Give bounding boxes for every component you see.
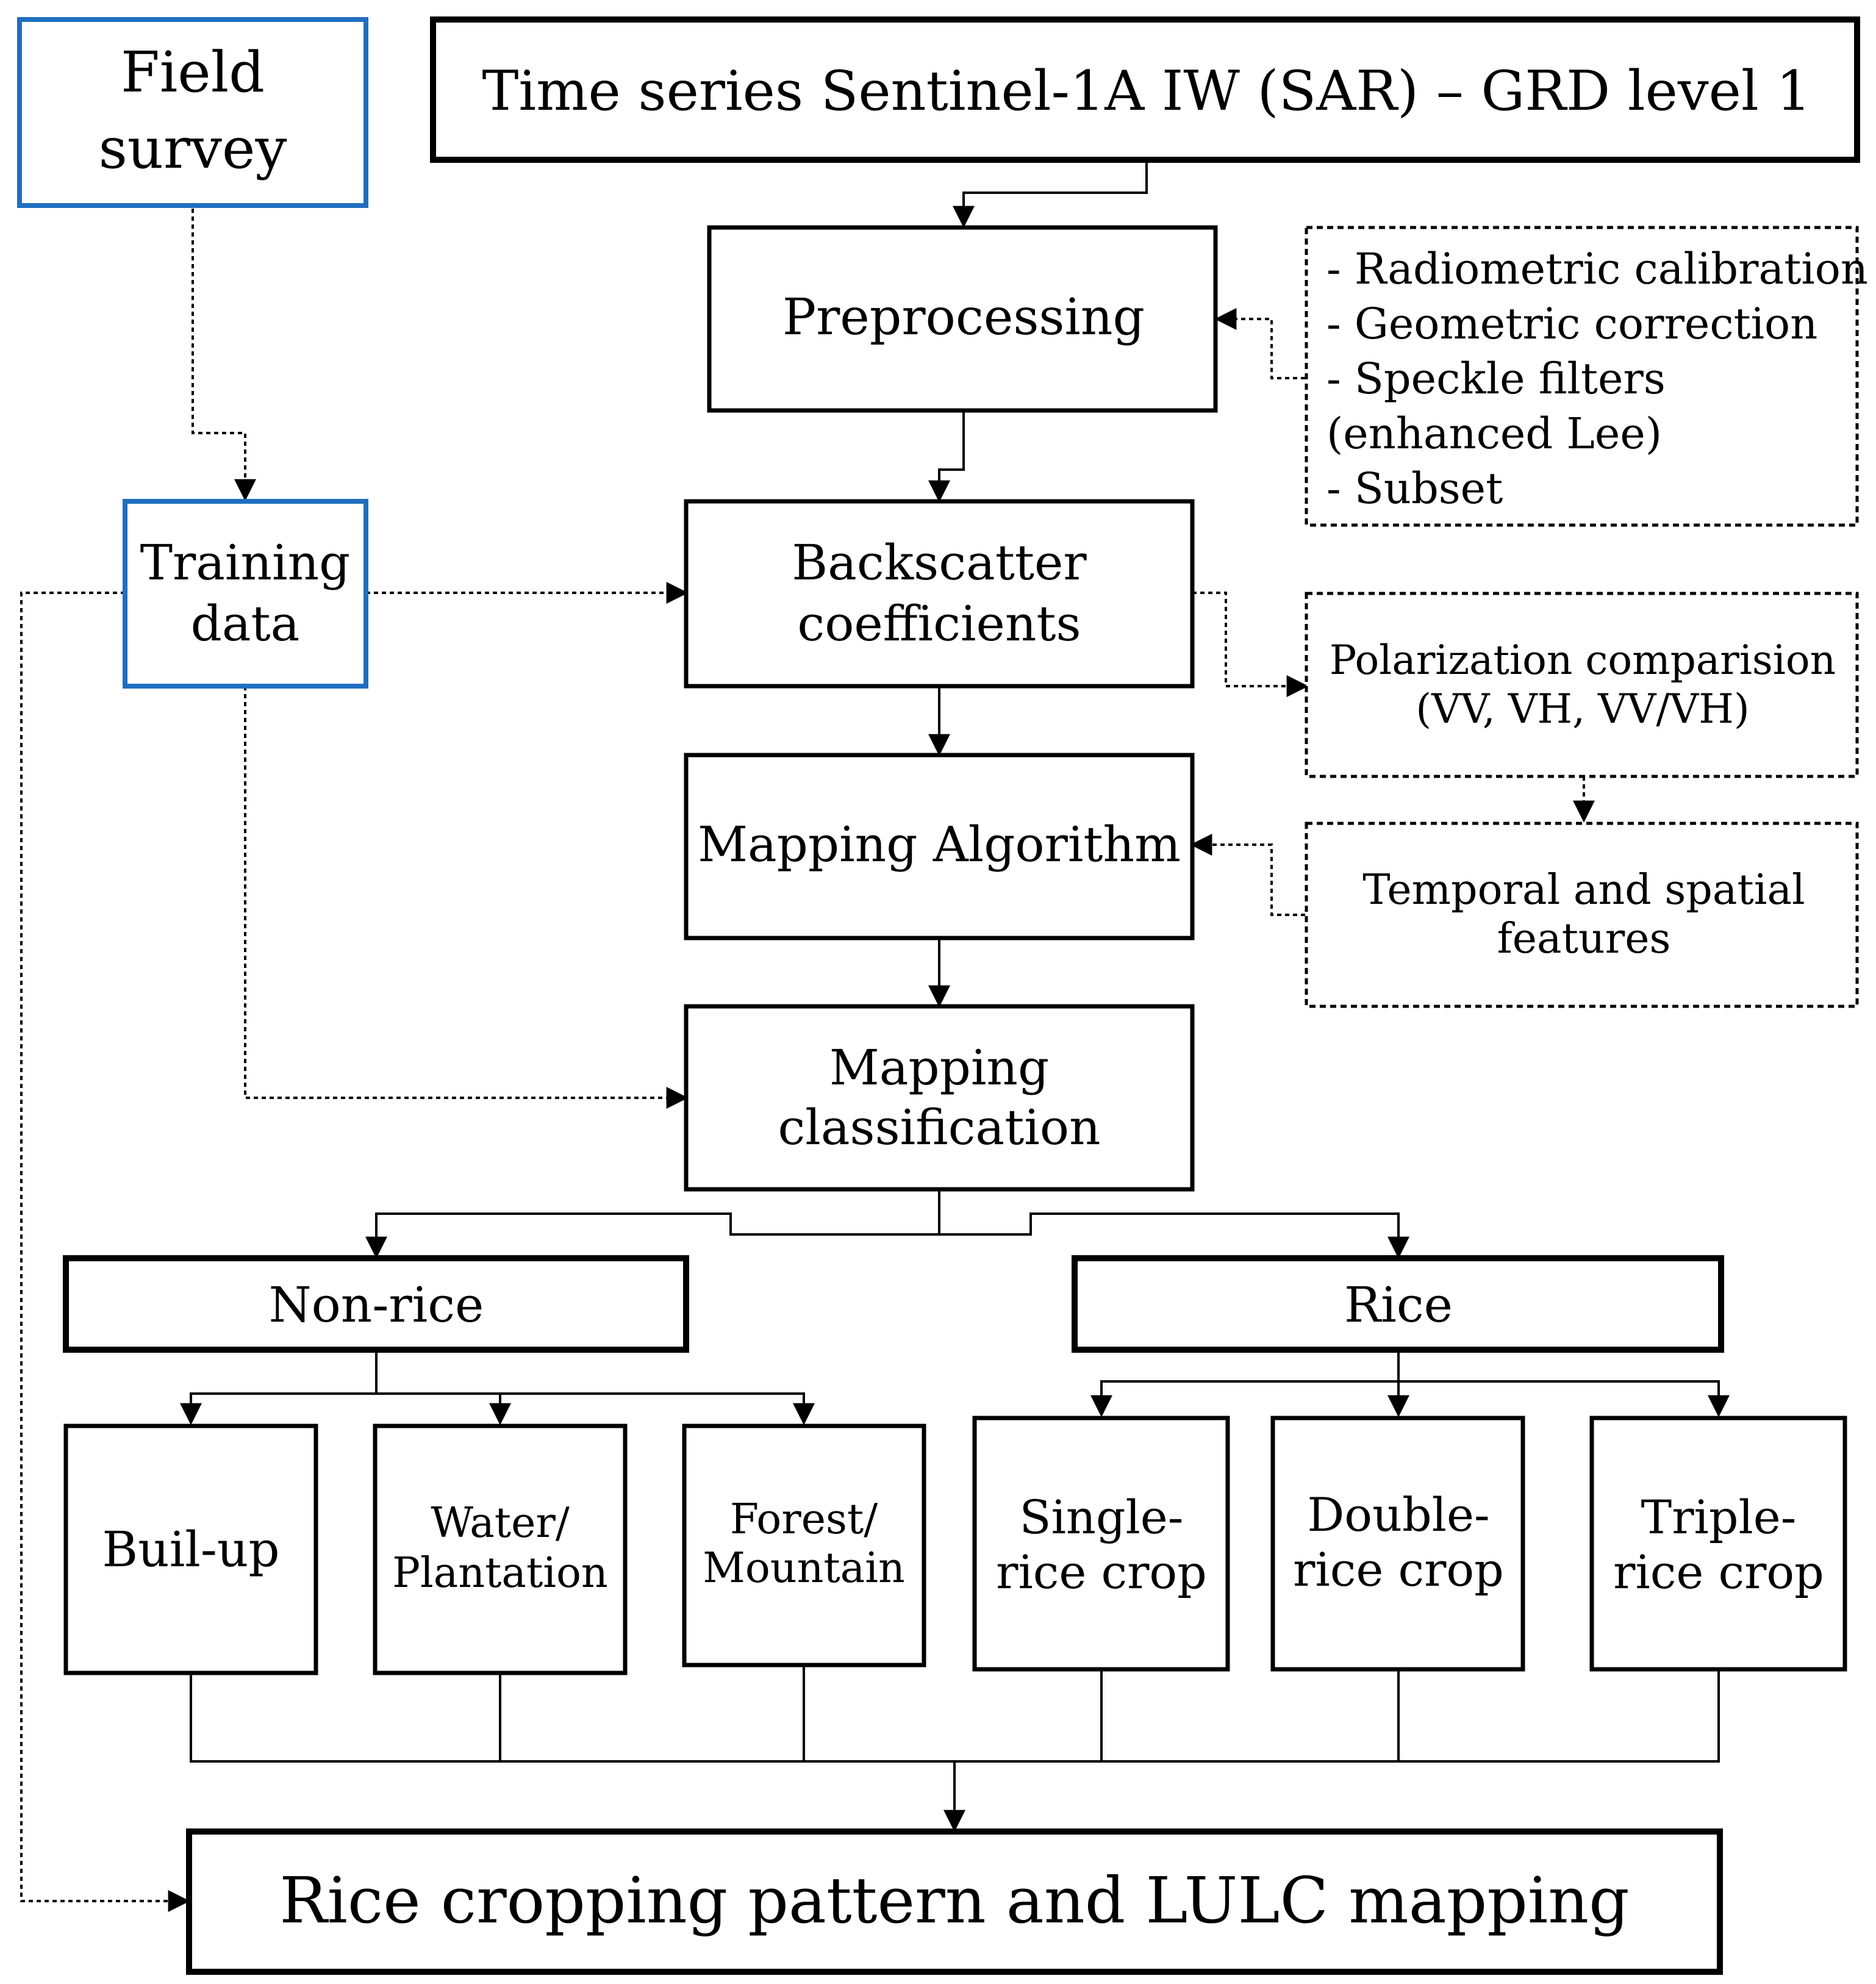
rice-label: Rice [1344, 1277, 1453, 1333]
step-subset: - Subset [1326, 464, 1503, 514]
leaf-collector-line [190, 1669, 1720, 1763]
forest-label-1: Forest/ [730, 1495, 878, 1544]
field-survey-to-training-arrow [192, 209, 256, 501]
training-label-1: Training [140, 534, 351, 591]
preprocessing-to-backscatter-arrow [928, 412, 965, 503]
temporal-spatial-label-2: features [1497, 915, 1671, 963]
classification-to-nonrice-arrow [365, 1212, 939, 1259]
triple-label-2: rice crop [1613, 1545, 1824, 1599]
step-enhanced-lee: (enhanced Lee) [1326, 409, 1662, 459]
field-survey-box: Field survey [17, 17, 368, 208]
step-speckle: - Speckle filters [1326, 354, 1666, 404]
water-plantation-box: Water/ Plantation [373, 1424, 628, 1675]
single-rice-box: Single- rice crop [972, 1416, 1230, 1672]
temporal-spatial-label-1: Temporal and spatial [1362, 866, 1805, 914]
nonrice-to-water-arrow [376, 1392, 511, 1425]
classification-label-2: classification [778, 1099, 1100, 1156]
mapping-algorithm-label: Mapping Algorithm [698, 816, 1181, 873]
connectors [20, 160, 1730, 1912]
sentinel-box: Time series Sentinel-1A IW (SAR) – GRD l… [430, 16, 1860, 163]
non-rice-label: Non-rice [269, 1277, 484, 1333]
classification-label-1: Mapping [829, 1039, 1049, 1096]
builup-box: Buil-up [63, 1424, 318, 1675]
polarization-label-2: (VV, VH, VV/VH) [1416, 686, 1749, 732]
step-radiometric: - Radiometric calibration [1326, 244, 1868, 294]
features-to-algorithm-arrow [1190, 834, 1305, 916]
preprocessing-steps-box: - Radiometric calibration - Geometric co… [1305, 226, 1868, 527]
backscatter-box: Backscatter coefficients [684, 499, 1195, 689]
nonrice-to-forest-arrow [500, 1392, 815, 1425]
double-rice-box: Double- rice crop [1270, 1416, 1525, 1672]
water-label-2: Plantation [392, 1549, 608, 1597]
double-label-1: Double- [1307, 1488, 1489, 1542]
temporal-spatial-box: Temporal and spatial features [1305, 822, 1859, 1008]
forest-mountain-box: Forest/ Mountain [682, 1424, 926, 1667]
builup-label: Buil-up [102, 1521, 279, 1578]
classification-to-rice-arrow [938, 1189, 1409, 1259]
preprocessing-label: Preprocessing [782, 288, 1145, 346]
output-label: Rice cropping pattern and LULC mapping [279, 1863, 1629, 1938]
field-survey-label-1: Field [121, 40, 265, 105]
sentinel-to-preprocessing-arrow [953, 160, 1148, 228]
preprocessing-box: Preprocessing [707, 225, 1218, 413]
field-survey-label-2: survey [99, 116, 287, 181]
training-data-box: Training data [123, 499, 368, 689]
mapping-classification-box: Mapping classification [684, 1004, 1195, 1192]
mapping-algorithm-box: Mapping Algorithm [684, 753, 1195, 940]
backscatter-label-1: Backscatter [792, 534, 1087, 591]
water-label-1: Water/ [431, 1499, 570, 1547]
single-label-1: Single- [1020, 1490, 1184, 1544]
double-label-2: rice crop [1293, 1542, 1504, 1597]
training-to-output-arrow [20, 592, 190, 1912]
nonrice-to-builup-arrow [180, 1350, 378, 1425]
backscatter-to-polarization-arrow [1192, 592, 1309, 697]
non-rice-box: Non-rice [63, 1255, 689, 1353]
rice-box: Rice [1072, 1255, 1724, 1353]
step-geometric: - Geometric correction [1326, 299, 1817, 349]
rice-to-single-arrow [1090, 1380, 1398, 1417]
rice-to-triple-arrow [1398, 1380, 1730, 1417]
backscatter-label-2: coefficients [797, 595, 1081, 652]
polarization-box: Polarization comparision (VV, VH, VV/VH) [1305, 592, 1859, 778]
output-box: Rice cropping pattern and LULC mapping [186, 1828, 1723, 1975]
leaf-drop-lines [499, 1665, 1400, 1761]
sentinel-label: Time series Sentinel-1A IW (SAR) – GRD l… [482, 59, 1811, 123]
forest-label-2: Mountain [703, 1544, 905, 1592]
single-label-2: rice crop [996, 1545, 1207, 1599]
triple-label-1: Triple- [1641, 1490, 1797, 1544]
polarization-label-1: Polarization comparision [1330, 637, 1836, 684]
training-to-classification-arrow [244, 686, 689, 1109]
steps-to-preprocessing-arrow [1214, 308, 1305, 379]
triple-rice-box: Triple- rice crop [1589, 1416, 1847, 1672]
training-label-2: data [191, 595, 300, 652]
